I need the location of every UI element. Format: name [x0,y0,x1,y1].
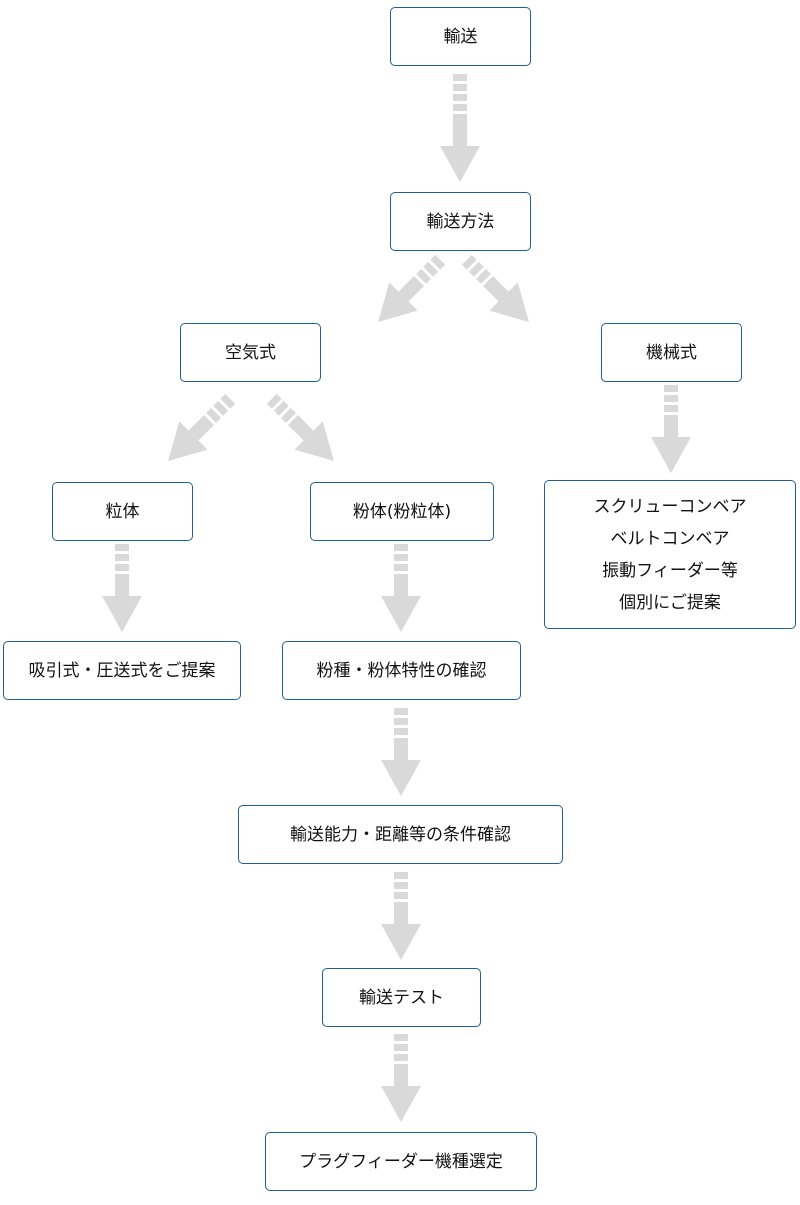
node-transport-test: 輸送テスト [322,968,481,1027]
mechanical-option-belt-conveyor: ベルトコンベア [610,528,730,549]
node-mechanical-label: 機械式 [646,342,697,363]
arrow-check-to-conditions [381,708,421,796]
node-transport-label: 輸送 [443,26,478,47]
node-pneumatic-label: 空気式 [225,342,276,363]
arrow-pneumatic-to-powder [257,384,349,476]
mechanical-option-vibration-feeder: 振動フィーダー等 [602,560,738,581]
node-mechanical: 機械式 [601,323,742,382]
node-pneumatic: 空気式 [180,323,321,382]
node-feeder-select-label: プラグフィーダー機種選定 [299,1151,503,1172]
node-powder-label: 粉体(粉粒体) [352,501,452,522]
arrow-method-to-mechanical [452,245,544,337]
arrow-powder-to-check [381,544,421,632]
node-transport-method-label: 輸送方法 [426,211,495,232]
node-powder-check: 粉種・粉体特性の確認 [282,641,521,700]
node-conditions-check-label: 輸送能力・距離等の条件確認 [290,824,511,845]
node-granular-label: 粒体 [105,501,140,522]
arrow-test-to-select [381,1034,421,1122]
node-mechanical-options: スクリューコンベア ベルトコンベア 振動フィーダー等 個別にご提案 [544,480,796,629]
node-transport-test-label: 輸送テスト [359,987,444,1008]
node-feeder-select: プラグフィーダー機種選定 [265,1132,537,1191]
node-transport-method: 輸送方法 [390,192,531,251]
arrow-conditions-to-test [381,872,421,960]
mechanical-option-individual-proposal: 個別にご提案 [619,592,721,613]
arrow-pneumatic-to-granular [153,384,245,476]
node-transport: 輸送 [390,7,531,66]
arrow-granular-to-suction [102,544,142,632]
node-suction-proposal: 吸引式・圧送式をご提案 [3,641,241,700]
node-conditions-check: 輸送能力・距離等の条件確認 [238,805,563,864]
node-powder: 粉体(粉粒体) [310,482,494,541]
node-powder-check-label: 粉種・粉体特性の確認 [316,660,487,681]
node-granular: 粒体 [52,482,193,541]
arrow-mechanical-to-options [651,385,691,473]
node-suction-proposal-label: 吸引式・圧送式をご提案 [28,660,216,681]
arrow-method-to-pneumatic [363,245,455,337]
mechanical-option-screw-conveyor: スクリューコンベア [593,496,747,517]
arrow-transport-to-method [440,74,480,182]
